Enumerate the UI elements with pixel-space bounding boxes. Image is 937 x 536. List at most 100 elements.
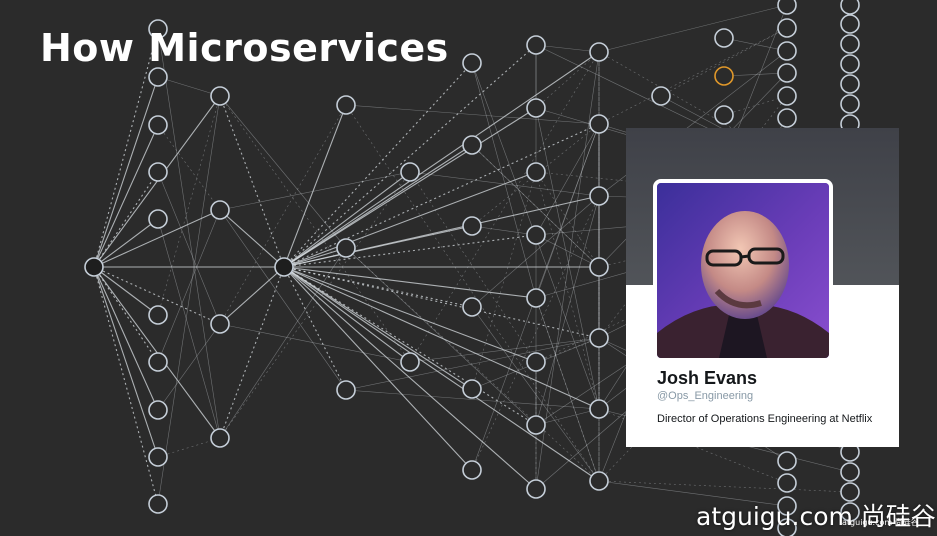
graph-edge [283,195,600,268]
profile-handle: @Ops_Engineering [657,390,754,402]
graph-node [840,502,860,522]
graph-node [526,352,546,372]
graph-edge [93,266,159,411]
graph-hub-node [84,257,104,277]
graph-node [777,473,797,493]
graph-edge [93,76,159,268]
graph-edge [409,171,600,197]
profile-bio: Director of Operations Engineering at Ne… [657,413,873,425]
watermark: atguigu.com 尚硅谷 [696,502,936,531]
graph-edge [471,144,600,268]
profile-name: Josh Evans [657,368,758,388]
profile-card: Josh Evans @Ops_Engineering Director of … [626,128,899,447]
graph-node [210,86,230,106]
graph-edge [219,266,285,325]
graph-edge [535,51,600,109]
graph-node [589,328,609,348]
graph-node [589,257,609,277]
graph-node [462,379,482,399]
graph-edge [283,171,411,268]
graph-edge [93,28,159,268]
graph-edge [283,266,411,363]
graph-node [148,494,168,514]
watermark-small: atguigu.com 尚硅谷 [842,518,919,527]
graph-node [462,297,482,317]
graph-edge [471,306,600,482]
graph-edge [471,144,600,268]
graph-edge [535,234,600,268]
graph-node [777,451,797,471]
graph-edge [535,297,600,482]
graph-node [589,399,609,419]
graph-edge [660,27,788,97]
graph-node [777,0,797,15]
graph-edge [219,104,347,325]
graph-node [714,105,734,125]
graph-node [840,74,860,94]
graph-edge [283,266,473,471]
profile-avatar [653,179,833,362]
graph-node [336,238,356,258]
graph-edge [409,51,600,363]
graph-edge [471,225,537,236]
graph-node [840,14,860,34]
graph-node [777,63,797,83]
graph-edge [345,104,600,482]
avatar-portrait-image [657,183,829,358]
graph-node [840,54,860,74]
graph-edge [219,209,285,268]
graph-node [840,34,860,54]
graph-edge [598,480,851,493]
graph-node [526,162,546,182]
graph-edge [93,266,159,505]
graph-edge [283,44,537,268]
graph-node [148,305,168,325]
graph-edge [283,266,537,299]
graph-edge [598,27,788,125]
graph-node [777,86,797,106]
graph-node [336,95,356,115]
graph-edge [219,247,347,439]
graph-node [462,216,482,236]
graph-edge [219,95,347,249]
graph-edge [157,209,221,363]
graph-node [589,471,609,491]
graph-edge [157,323,221,411]
graph-edge [219,171,411,439]
graph-edge [93,218,159,268]
graph-node [148,352,168,372]
graph-edge [93,266,221,325]
graph-edge [345,247,537,426]
graph-edge [535,297,600,482]
graph-edge [219,266,285,439]
graph-node [714,28,734,48]
graph-edge [283,234,537,268]
graph-edge [283,266,600,410]
graph-edge [723,95,788,116]
graph-node [777,496,797,516]
graph-node [148,115,168,135]
graph-edge [471,62,537,299]
graph-edge [471,195,600,471]
graph-edge [93,124,159,268]
slide-title: How Microservices [40,26,449,70]
graph-node [148,209,168,229]
graph-edge [345,337,600,391]
graph-node [400,162,420,182]
graph-edge [157,95,221,316]
graph-edge [283,266,600,339]
graph-edge [157,28,221,439]
graph-edge [93,209,221,268]
graph-edge [535,408,600,426]
graph-node [462,53,482,73]
graph-node [714,66,734,86]
graph-edge [409,337,600,363]
graph-edge [535,123,600,299]
graph-edge [157,76,221,97]
graph-edge [219,95,411,363]
graph-edge [598,480,788,507]
graph-node [651,86,671,106]
graph-node [462,460,482,480]
graph-node [777,41,797,61]
graph-edge [345,247,600,482]
